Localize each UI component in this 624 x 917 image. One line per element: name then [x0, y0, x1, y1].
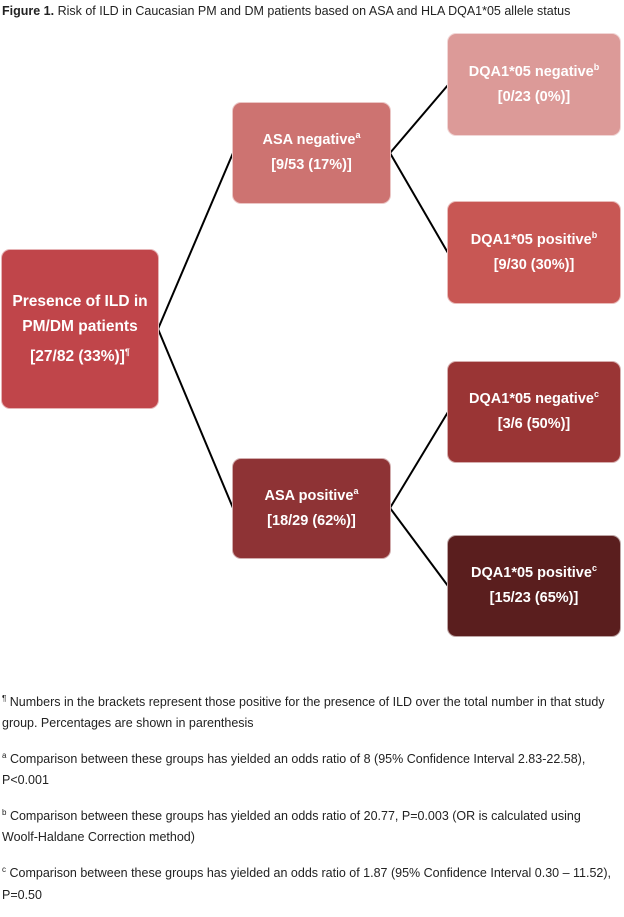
footnote-text: Comparison between these groups has yiel… [2, 866, 612, 902]
root-line2: PM/DM patients [22, 318, 138, 336]
dqa-neg-b-label: DQA1*05 negative [468, 63, 594, 80]
figure-label: Figure 1. [2, 4, 55, 18]
footnote-text: Numbers in the brackets represent those … [2, 695, 605, 731]
footnote-mark: ¶ [2, 694, 7, 703]
dqa-neg-b-count: [0/23 (0%)] [497, 88, 571, 105]
asa-neg-count: [9/53 (17%)] [271, 157, 352, 173]
dqa-pos-c-count: [15/23 (65%)] [489, 590, 579, 606]
edge-asa-neg-dqa-pos [389, 152, 449, 254]
asa-pos-label: ASA positive [264, 487, 354, 504]
footnote-mark: c [2, 865, 6, 875]
dqa-pos-b-label: DQA1*05 positive [470, 231, 592, 248]
footnote-mark: a [2, 751, 7, 761]
root-count: [27/82 (33%)] [30, 347, 125, 365]
asa-pos-mark: a [353, 485, 359, 496]
dqa-pos-b-mark: b [591, 229, 598, 240]
node-dqa-negative-b: DQA1*05 negativeb [0/23 (0%)] [447, 33, 621, 136]
edge-root-asa-neg [157, 152, 234, 330]
node-asa-positive: ASA positivea [18/29 (62%)] [232, 458, 391, 559]
edge-asa-pos-dqa-neg [389, 411, 449, 509]
dqa-neg-c-count: [3/6 (50%)] [497, 416, 571, 432]
dqa-neg-c-mark: c [593, 389, 599, 400]
footnote: c Comparison between these groups has yi… [2, 859, 612, 905]
node-dqa-positive-c: DQA1*05 positivec [15/23 (65%)] [447, 535, 621, 637]
asa-neg-mark: a [355, 130, 361, 141]
footnote-text: Comparison between these groups has yiel… [2, 752, 586, 788]
node-dqa-positive-b: DQA1*05 positiveb [9/30 (30%)] [447, 201, 621, 304]
dqa-pos-c-mark: c [591, 563, 597, 574]
footnote-text: Comparison between these groups has yiel… [2, 809, 581, 845]
root-line1: Presence of ILD in [12, 292, 148, 310]
dqa-neg-c-label: DQA1*05 negative [469, 391, 594, 408]
dqa-neg-b-mark: b [593, 61, 600, 72]
edge-asa-neg-dqa-neg [389, 84, 449, 154]
figure-caption: Figure 1. Risk of ILD in Caucasian PM an… [2, 4, 570, 18]
asa-neg-label: ASA negative [262, 132, 356, 149]
footnote-mark: b [2, 808, 7, 818]
node-dqa-negative-c: DQA1*05 negativec [3/6 (50%)] [447, 361, 621, 463]
footnote: b Comparison between these groups has yi… [2, 802, 612, 848]
asa-pos-count: [18/29 (62%)] [267, 512, 356, 529]
footnotes: ¶ Numbers in the brackets represent thos… [2, 688, 612, 917]
connector-lines [157, 84, 449, 587]
node-root: Presence of ILD in PM/DM patients [27/82… [1, 249, 159, 409]
node-asa-negative: ASA negativea [9/53 (17%)] [232, 102, 391, 204]
edge-asa-pos-dqa-pos [389, 507, 449, 587]
figure-title: Risk of ILD in Caucasian PM and DM patie… [57, 4, 571, 18]
dqa-pos-c-label: DQA1*05 positive [471, 565, 592, 582]
edge-root-asa-pos [157, 328, 234, 509]
root-mark: ¶ [124, 346, 130, 357]
dqa-pos-b-count: [9/30 (30%)] [493, 256, 575, 273]
footnote: ¶ Numbers in the brackets represent thos… [2, 688, 612, 734]
footnote: a Comparison between these groups has yi… [2, 745, 612, 791]
